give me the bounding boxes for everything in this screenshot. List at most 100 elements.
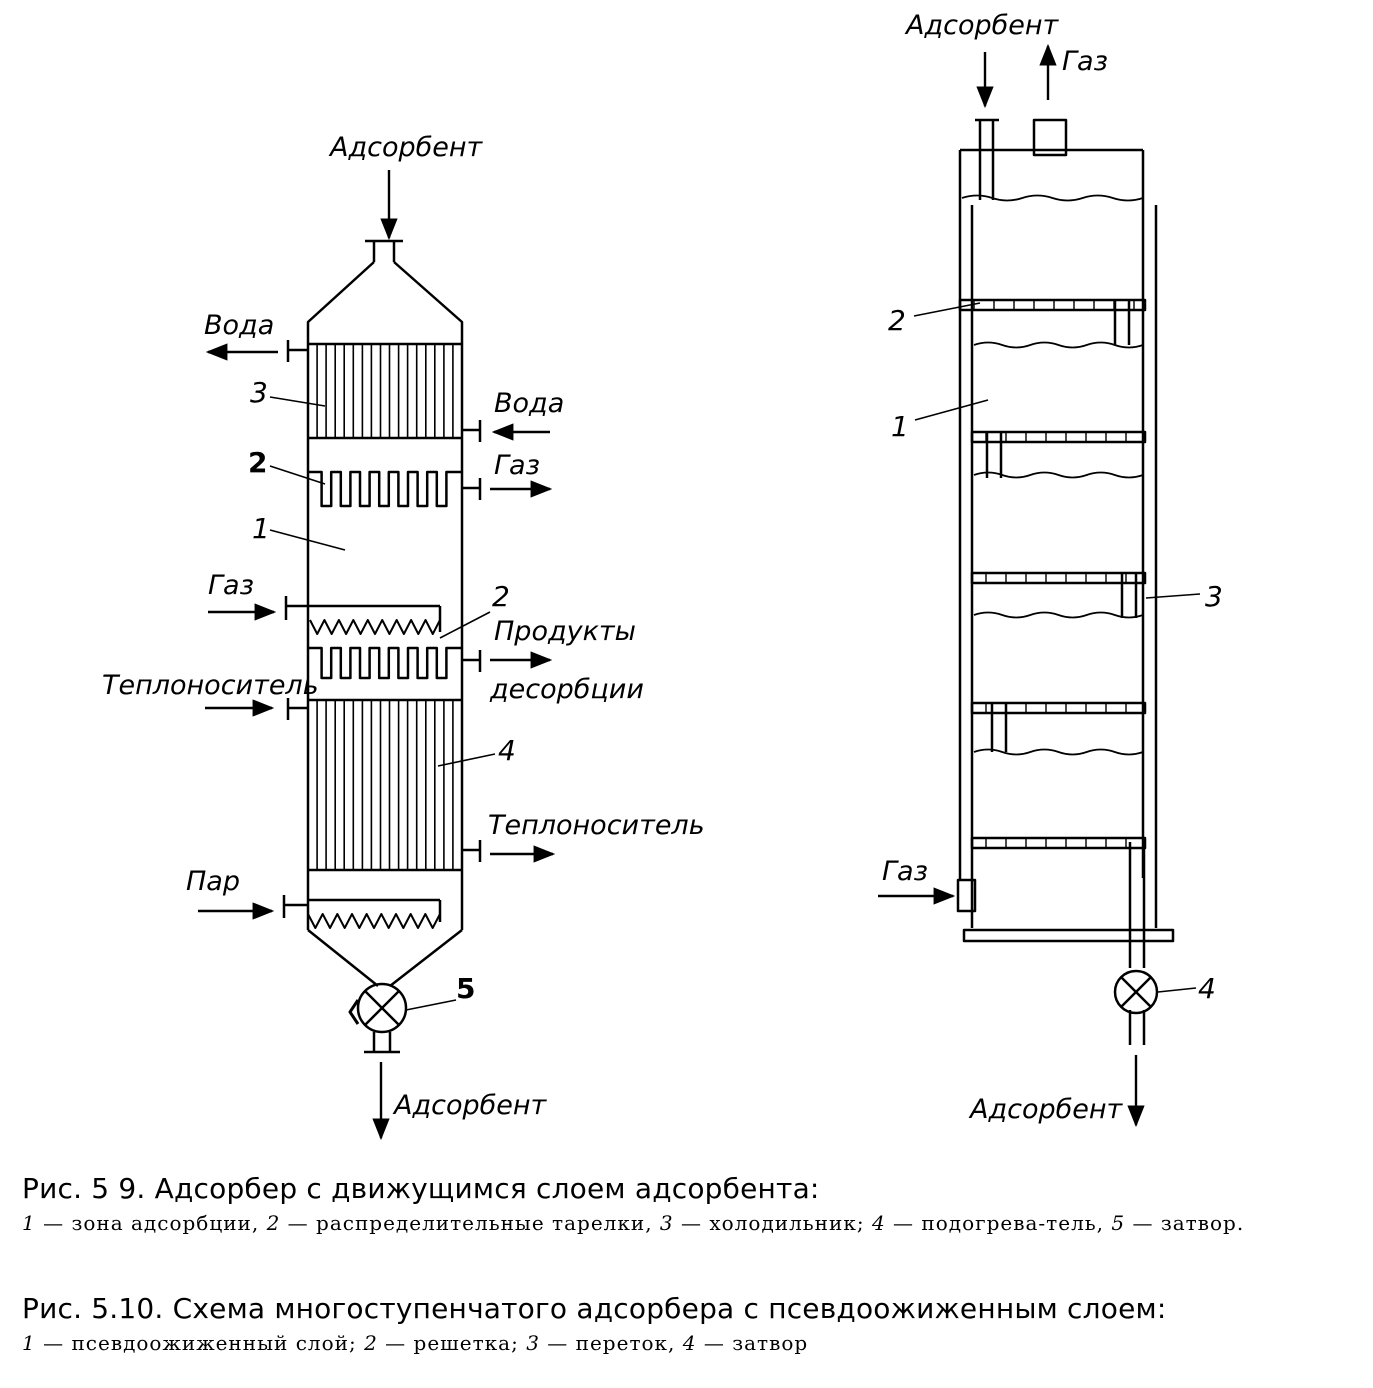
callout-leaders	[913, 302, 1201, 993]
legend-text: — затвор.	[1125, 1211, 1245, 1235]
bed-surface	[973, 471, 1144, 479]
grid	[958, 298, 1147, 312]
overflow-pipe	[985, 432, 1003, 478]
legend-number: 4	[871, 1211, 886, 1235]
top-cone	[306, 261, 464, 342]
grid-perforation	[973, 300, 1135, 310]
callout-4: 4	[498, 734, 516, 767]
perforated-grids	[958, 298, 1147, 850]
label-adsorbent-in: Адсорбент	[904, 10, 1060, 41]
bottom-cone	[307, 929, 463, 987]
label-adsorbent-out: Адсорбент	[968, 1094, 1124, 1125]
moving-bed-adsorber	[198, 170, 556, 1141]
lower-distribution-plate	[308, 646, 462, 680]
callout-leaders	[269, 396, 496, 1011]
bottom-outlet-nozzle	[364, 1032, 400, 1054]
grid-perforation	[985, 573, 1127, 583]
grid	[970, 430, 1147, 444]
legend-text: — затвор	[696, 1331, 809, 1355]
adsorber-diagrams: Адсорбент Вода Вода Газ Газ Продукты дес…	[102, 10, 1223, 1141]
bed-surface	[973, 341, 1144, 349]
flow-arrows	[198, 170, 556, 1141]
grid-perforation	[985, 838, 1127, 848]
callout-1: 1	[891, 410, 909, 443]
side-nozzles	[282, 340, 482, 918]
label-gas-out: Газ	[494, 450, 540, 481]
rotary-valve-icon	[348, 982, 408, 1034]
legend-text: — подогрева-тель,	[885, 1211, 1112, 1235]
caption-fig-5-10: Рис. 5.10. Схема многоступенчатого адсор…	[22, 1292, 1350, 1356]
overflow-pipe	[1113, 300, 1131, 345]
column-shell	[958, 148, 1158, 928]
legend-text: — решетка;	[377, 1331, 527, 1355]
bed-surface	[973, 748, 1144, 756]
bed-surface	[961, 194, 1144, 202]
grid-perforation	[985, 432, 1127, 442]
label-steam-in: Пар	[186, 866, 240, 897]
fluidized-bed-adsorber	[878, 43, 1201, 1128]
callout-2: 2	[888, 304, 906, 337]
callout-2-lower: 2	[492, 580, 510, 613]
fluidized-bed-labels: Адсорбент Газ Газ Адсорбент 2 1 3 4	[882, 10, 1223, 1125]
legend-text: — холодильник;	[673, 1211, 872, 1235]
valve-icon	[1113, 969, 1159, 1015]
callout-3: 3	[250, 376, 268, 409]
label-heat-carrier-in: Теплоноситель	[102, 670, 319, 701]
label-gas-in: Газ	[882, 856, 928, 887]
gas-outlet-nozzle	[1032, 118, 1068, 157]
legend-number: 2	[266, 1211, 281, 1235]
callout-5: 5	[456, 972, 475, 1005]
legend-number: 5	[1111, 1211, 1126, 1235]
base-plate	[962, 928, 1175, 943]
cooler-tube-bundle	[308, 342, 462, 440]
steam-distributor	[307, 898, 442, 929]
caption-legend: 1 — зона адсорбции, 2 — распределительны…	[22, 1210, 1350, 1236]
bed-surface	[973, 611, 1144, 619]
legend-number: 1	[22, 1331, 36, 1355]
bottom-discharge-pipe	[1128, 842, 1146, 1045]
adsorbent-inlet-pipe	[975, 118, 999, 200]
heater-tube-bundle	[308, 698, 462, 872]
legend-text: — переток,	[539, 1331, 683, 1355]
legend-text: — псевдоожиженный слой;	[35, 1331, 365, 1355]
label-gas-in: Газ	[208, 570, 254, 601]
grid	[970, 571, 1147, 585]
callout-1: 1	[252, 512, 270, 545]
callout-4: 4	[1198, 972, 1216, 1005]
legend-number: 3	[659, 1211, 674, 1235]
label-gas-out: Газ	[1062, 46, 1108, 77]
label-adsorbent-in: Адсорбент	[328, 132, 484, 163]
grid	[970, 701, 1147, 715]
legend-number: 1	[22, 1211, 36, 1235]
label-water-out: Вода	[204, 310, 274, 341]
legend-number: 4	[682, 1331, 697, 1355]
overflow-pipe	[990, 703, 1008, 752]
legend-number: 3	[526, 1331, 540, 1355]
legend-text: — распределительные тарелки,	[280, 1211, 660, 1235]
upper-distribution-plate	[308, 470, 462, 508]
grid	[970, 836, 1147, 850]
overflow-pipes	[985, 300, 1138, 752]
overflow-pipe	[1120, 573, 1138, 618]
callout-3: 3	[1205, 580, 1223, 613]
caption-title: Рис. 5.10. Схема многоступенчатого адсор…	[22, 1292, 1167, 1325]
bed-surfaces	[961, 194, 1144, 756]
gas-distributor	[308, 604, 442, 635]
label-adsorbent-out: Адсорбент	[392, 1090, 548, 1121]
legend-text: — зона адсорбции,	[35, 1211, 267, 1235]
flow-arrows	[878, 43, 1145, 1128]
caption-fig-5-9: Рис. 5 9. Адсорбер с движущимся слоем ад…	[22, 1172, 1350, 1236]
legend-number: 2	[364, 1331, 378, 1355]
moving-bed-labels: Адсорбент Вода Вода Газ Газ Продукты дес…	[102, 132, 705, 1121]
callout-2-upper: 2	[248, 446, 267, 479]
label-water-in: Вода	[494, 388, 564, 419]
label-heat-carrier-out: Теплоноситель	[488, 810, 705, 841]
gas-inlet-nozzle	[956, 878, 977, 913]
caption-title: Рис. 5 9. Адсорбер с движущимся слоем ад…	[22, 1172, 820, 1205]
label-products-line2: десорбции	[489, 674, 644, 705]
label-products-line1: Продукты	[494, 616, 636, 647]
column-shell	[306, 342, 464, 930]
caption-legend: 1 — псевдоожиженный слой; 2 — решетка; 3…	[22, 1330, 1350, 1356]
top-inlet-nozzle	[365, 239, 403, 262]
